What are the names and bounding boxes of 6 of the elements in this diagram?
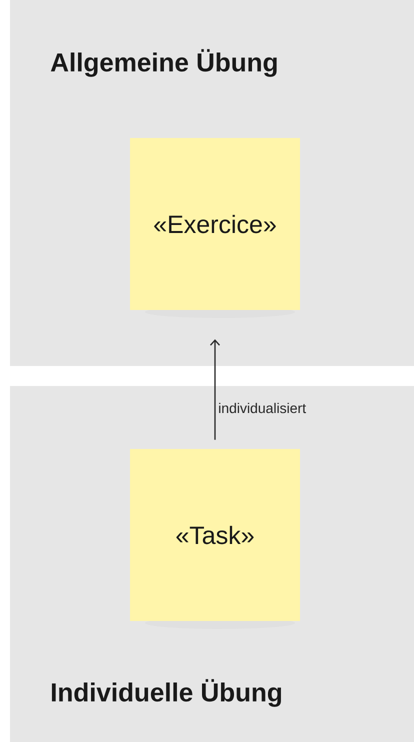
arrow bbox=[210, 339, 220, 440]
sticky-note: «Exercice» bbox=[130, 138, 300, 318]
sticky-note: «Task» bbox=[130, 449, 300, 629]
heading: Allgemeine Übung bbox=[50, 49, 277, 77]
heading: Individuelle Übung bbox=[52, 679, 282, 707]
edge-label: individualisiert bbox=[219, 402, 306, 414]
